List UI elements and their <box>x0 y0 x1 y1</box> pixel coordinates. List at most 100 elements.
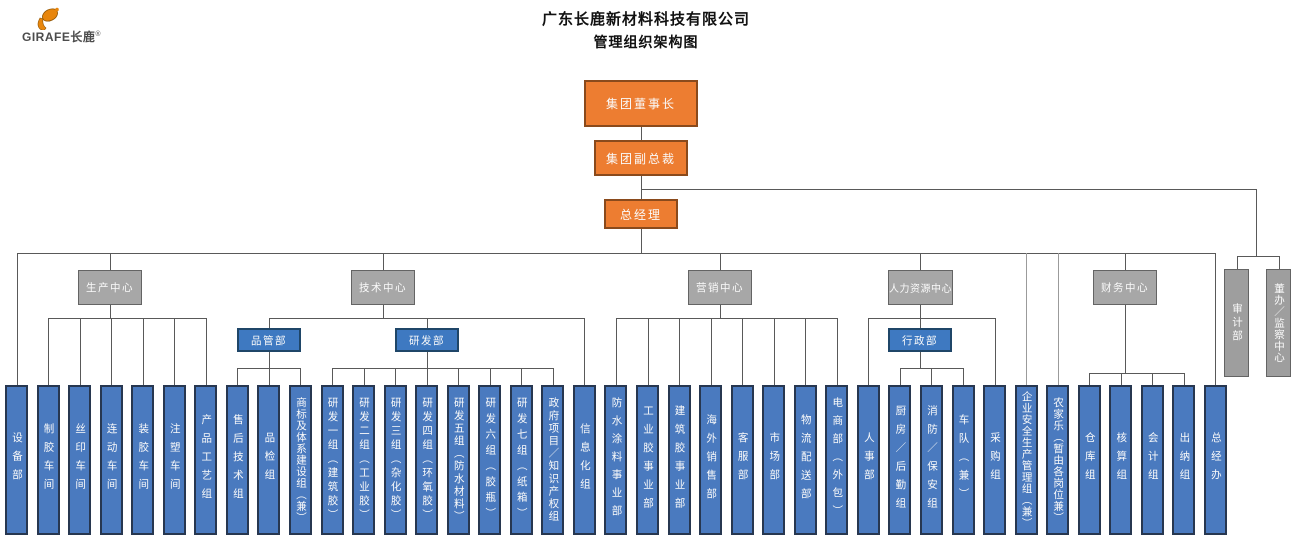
connector-line <box>994 318 996 385</box>
dept-column-16[interactable]: 研发七组（纸箱） <box>509 385 533 535</box>
connector-line <box>111 318 113 385</box>
dept-column-24[interactable]: 市场部 <box>762 385 786 535</box>
node-admin-dept[interactable]: 行政部 <box>888 328 952 352</box>
node-production-center[interactable]: 生产中心 <box>78 270 142 305</box>
dept-column-3[interactable]: 连动车间 <box>99 385 123 535</box>
connector-line <box>584 318 586 385</box>
dept-column-37[interactable]: 出纳组 <box>1172 385 1196 535</box>
registered-mark: ® <box>95 31 102 38</box>
connector-line <box>268 352 270 368</box>
logo-brand-cn: 长鹿 <box>70 30 96 44</box>
dept-column-8[interactable]: 品检组 <box>257 385 281 535</box>
dept-column-9[interactable]: 商标及体系建设组（兼） <box>288 385 312 535</box>
connector-line <box>710 318 712 385</box>
dept-column-29[interactable]: 消防／保安组 <box>919 385 943 535</box>
company-logo: GIRAFE长鹿® <box>20 6 110 48</box>
connector-line <box>142 318 144 385</box>
dept-column-11[interactable]: 研发二组（工业胶） <box>352 385 376 535</box>
dept-column-4[interactable]: 装胶车间 <box>131 385 155 535</box>
connector-line <box>931 368 933 385</box>
connector-line <box>1057 253 1059 385</box>
connector-line <box>426 368 428 385</box>
dept-column-0[interactable]: 设备部 <box>5 385 28 535</box>
chart-subtitle: 管理组织架构图 <box>593 36 699 51</box>
dept-column-32[interactable]: 企业安全生产管理组（兼） <box>1014 385 1038 535</box>
connector-line <box>268 368 270 385</box>
dept-column-35[interactable]: 核算组 <box>1109 385 1133 535</box>
dept-column-28[interactable]: 厨房／后勤组 <box>888 385 912 535</box>
node-hr-center[interactable]: 人力资源中心 <box>888 270 953 305</box>
node-finance-center[interactable]: 财务中心 <box>1093 270 1157 305</box>
connector-line <box>1089 373 1091 385</box>
dept-column-20[interactable]: 工业胶事业部 <box>636 385 659 535</box>
dept-column-6[interactable]: 产品工艺组 <box>194 385 218 535</box>
company-name: 广东长鹿新材料科技有限公司 <box>541 12 750 28</box>
node-quality-dept[interactable]: 品管部 <box>237 328 301 352</box>
node-audit-dept[interactable]: 审计部 <box>1224 269 1249 377</box>
connector-line <box>920 305 921 318</box>
connector-line <box>805 318 807 385</box>
dept-column-22[interactable]: 海外销售部 <box>699 385 723 535</box>
node-chairman[interactable]: 集团董事长 <box>584 80 698 127</box>
connector-line <box>836 318 838 385</box>
connector-line <box>742 318 744 385</box>
dept-column-34[interactable]: 仓库组 <box>1077 385 1101 535</box>
logo-brand-en: GIRAFE <box>22 30 71 44</box>
node-general-manager[interactable]: 总经理 <box>604 199 678 229</box>
connector-line <box>920 318 921 328</box>
dept-column-23[interactable]: 客服部 <box>730 385 754 535</box>
dept-column-33[interactable]: 农家乐（暂由各岗位兼） <box>1046 385 1070 535</box>
connector-line <box>521 368 523 385</box>
connector-line <box>383 253 384 270</box>
dept-column-1[interactable]: 制胶车间 <box>36 385 60 535</box>
connector-line <box>920 352 921 368</box>
connector-line <box>363 368 365 385</box>
dept-column-18[interactable]: 信息化组 <box>572 385 596 535</box>
dept-column-13[interactable]: 研发四组（环氧胶） <box>415 385 439 535</box>
connector-line <box>1215 253 1217 385</box>
node-marketing-center[interactable]: 营销中心 <box>688 270 752 305</box>
dept-column-19[interactable]: 防水涂料事业部 <box>604 385 628 535</box>
connector-line <box>1183 373 1185 385</box>
node-rnd-dept[interactable]: 研发部 <box>395 328 459 352</box>
connector-line <box>868 318 870 385</box>
node-technology-center[interactable]: 技术中心 <box>351 270 415 305</box>
chart-title: 广东长鹿新材料科技有限公司 管理组织架构图 <box>0 8 1292 56</box>
connector-line <box>48 318 50 385</box>
connector-line <box>1125 305 1126 373</box>
node-vice-president[interactable]: 集团副总裁 <box>594 140 688 176</box>
connector-line <box>268 318 270 328</box>
connector-line <box>1125 253 1126 270</box>
connector-line <box>615 318 617 385</box>
connector-line <box>110 305 111 318</box>
connector-line <box>552 368 554 385</box>
dept-column-12[interactable]: 研发三组（杂化胶） <box>383 385 407 535</box>
connector-line <box>641 176 642 199</box>
connector-line <box>1236 256 1280 257</box>
dept-column-7[interactable]: 售后技术组 <box>225 385 249 535</box>
dept-column-38[interactable]: 总经办 <box>1203 385 1227 535</box>
giraffe-icon <box>37 7 59 30</box>
dept-column-10[interactable]: 研发一组（建筑胶） <box>320 385 344 535</box>
connector-line <box>899 368 901 385</box>
dept-column-31[interactable]: 采购组 <box>983 385 1007 535</box>
node-board-supervision-center[interactable]: 董办／监察中心 <box>1266 269 1291 377</box>
dept-column-17[interactable]: 政府项目／知识产权组 <box>541 385 565 535</box>
connector-line <box>1278 256 1280 269</box>
dept-column-14[interactable]: 研发五组（防水材料） <box>446 385 470 535</box>
connector-line <box>720 305 721 318</box>
connector-line <box>426 318 428 328</box>
dept-column-36[interactable]: 会计组 <box>1140 385 1164 535</box>
connector-line <box>426 352 428 368</box>
connector-line <box>174 318 176 385</box>
connector-line <box>920 253 921 270</box>
dept-column-2[interactable]: 丝印车间 <box>68 385 92 535</box>
dept-column-25[interactable]: 物流配送部 <box>793 385 817 535</box>
dept-column-5[interactable]: 注塑车间 <box>162 385 186 535</box>
dept-column-21[interactable]: 建筑胶事业部 <box>667 385 691 535</box>
dept-column-27[interactable]: 人事部 <box>856 385 880 535</box>
dept-column-15[interactable]: 研发六组（胶瓶） <box>478 385 502 535</box>
dept-column-26[interactable]: 电商部（外包） <box>825 385 849 535</box>
dept-column-30[interactable]: 车队（兼） <box>951 385 975 535</box>
connector-line <box>237 368 239 385</box>
